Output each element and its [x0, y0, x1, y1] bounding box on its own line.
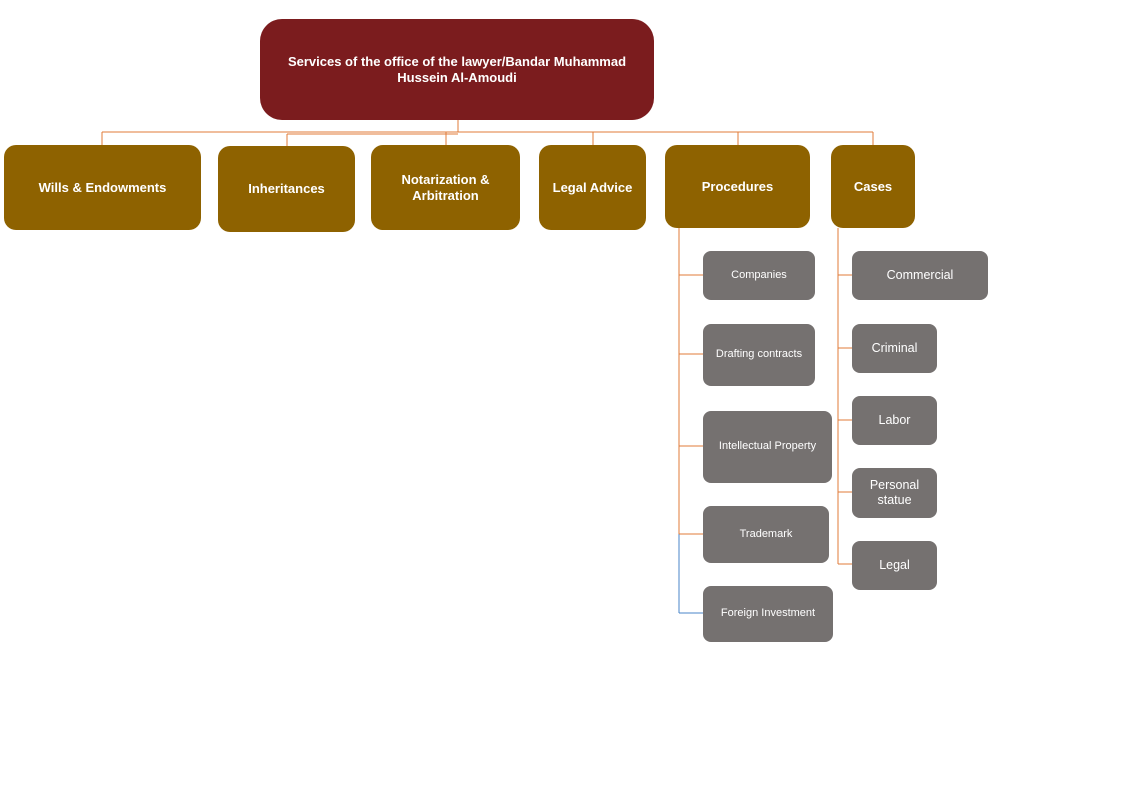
category-notarization-arbitration: Notarization & Arbitration	[371, 145, 520, 230]
category-label: Inheritances	[248, 181, 325, 197]
case-label: Commercial	[886, 268, 954, 282]
procedure-intellectual-property: Intellectual Property	[703, 411, 832, 483]
case-labor: Labor	[852, 396, 937, 445]
case-label: Criminal	[871, 341, 918, 355]
case-legal: Legal	[852, 541, 937, 590]
category-label: Legal Advice	[552, 179, 633, 195]
case-label: Legal	[879, 558, 910, 572]
category-legal-advice: Legal Advice	[539, 145, 646, 230]
procedure-drafting-contracts: Drafting contracts	[703, 324, 815, 386]
category-wills-endowments: Wills & Endowments	[4, 145, 201, 230]
procedure-label: Companies	[731, 268, 787, 281]
case-personal-statue: Personal statue	[852, 468, 937, 518]
category-cases: Cases	[831, 145, 915, 228]
procedure-companies: Companies	[703, 251, 815, 300]
category-inheritances: Inheritances	[218, 146, 355, 232]
procedure-label: Trademark	[739, 527, 793, 540]
root-node: Services of the office of the lawyer/Ban…	[260, 19, 654, 120]
procedure-label: Intellectual Property	[718, 440, 817, 453]
category-procedures: Procedures	[665, 145, 810, 228]
category-label: Notarization & Arbitration	[401, 171, 490, 203]
category-label: Cases	[853, 178, 893, 194]
procedure-foreign-investment: Foreign Investment	[703, 586, 833, 642]
procedure-label: Foreign Investment	[720, 607, 816, 620]
case-label: Personal statue	[869, 478, 920, 507]
case-commercial: Commercial	[852, 251, 988, 300]
root-title: Services of the office of the lawyer/Ban…	[287, 53, 627, 85]
case-criminal: Criminal	[852, 324, 937, 373]
procedure-label: Drafting contracts	[715, 348, 803, 361]
category-label: Procedures	[701, 178, 774, 194]
case-label: Labor	[878, 413, 911, 427]
procedure-trademark: Trademark	[703, 506, 829, 563]
category-label: Wills & Endowments	[38, 179, 167, 195]
